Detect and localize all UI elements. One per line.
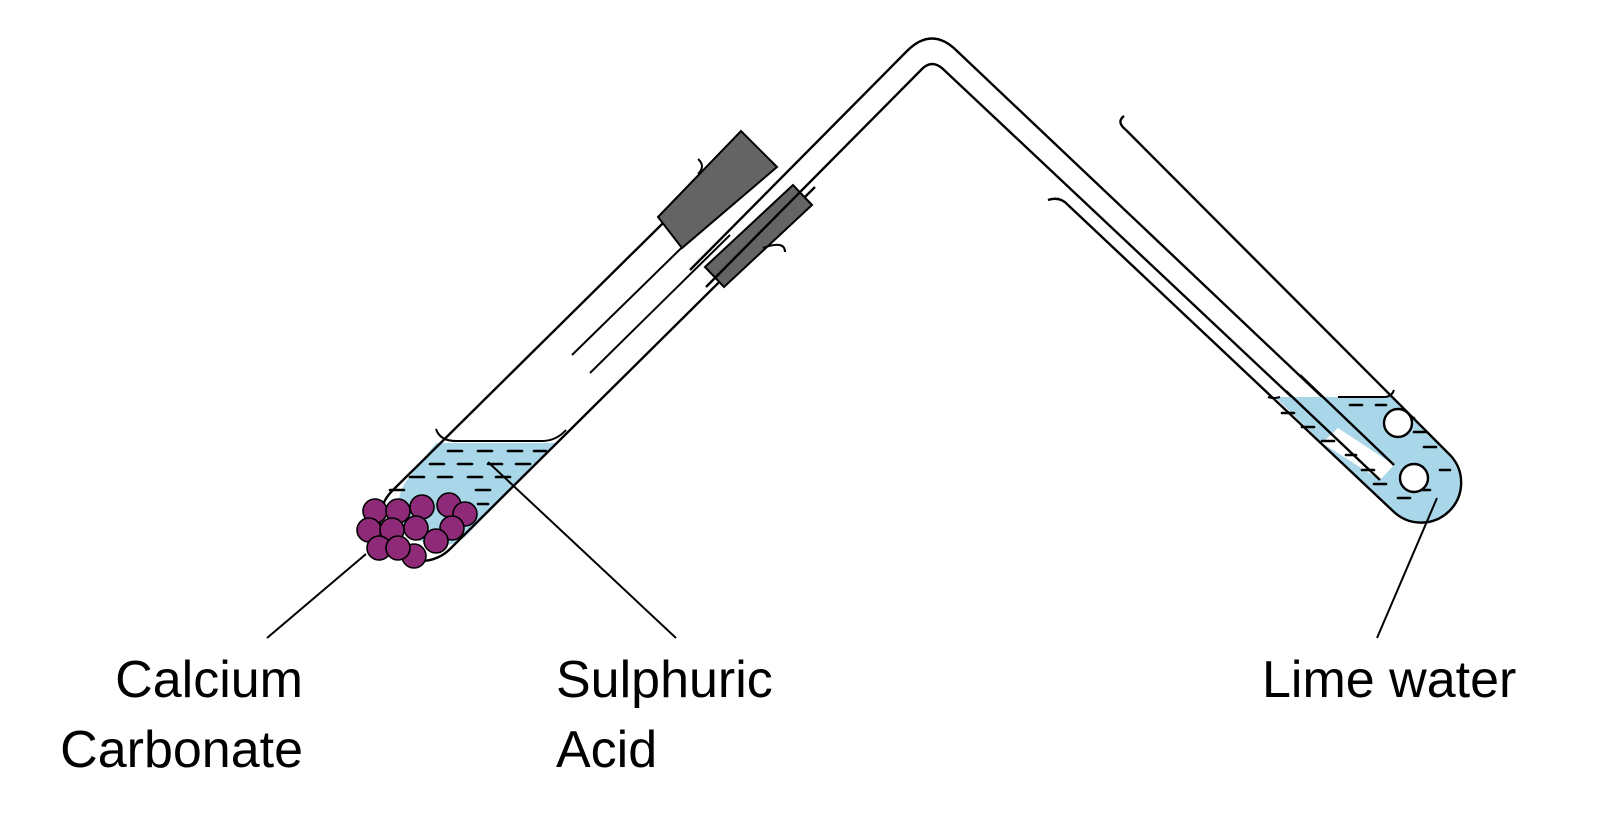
stopper-lip-top xyxy=(697,158,703,175)
label-calcium-line1: Calcium xyxy=(115,651,303,709)
sulphuric-acid-liquid xyxy=(398,443,556,546)
label-calcium-carbonate: Calcium Carbonate xyxy=(0,645,303,785)
left-test-tube xyxy=(356,141,816,569)
right-tube-rim-1 xyxy=(1119,115,1127,131)
bubble-1 xyxy=(1382,407,1414,439)
leader-lines xyxy=(266,461,1438,639)
label-acid-line2: Acid xyxy=(556,721,658,779)
rubber-stopper xyxy=(656,129,814,289)
delivery-tube xyxy=(689,37,1395,481)
stopper-upper xyxy=(656,129,779,250)
right-tube-rim-2 xyxy=(1047,197,1069,206)
acid-dashes xyxy=(388,449,548,506)
label-lime-water: Lime water xyxy=(1262,645,1516,715)
bubble-2 xyxy=(1398,462,1430,494)
lime-water-surface xyxy=(1267,389,1395,399)
label-lime-line1: Lime water xyxy=(1262,651,1517,709)
label-calcium-line2: Carbonate xyxy=(60,721,303,779)
stopper-lip-bottom xyxy=(762,243,786,253)
right-test-tube xyxy=(1047,115,1463,524)
leader-sulphuric-acid xyxy=(487,461,677,639)
gas-bubbles xyxy=(1382,407,1430,494)
calcium-carbonate-lumps xyxy=(356,492,478,569)
label-acid-line1: Sulphuric xyxy=(556,651,773,709)
delivery-tube-outer xyxy=(689,37,1395,466)
label-sulphuric-acid: Sulphuric Acid xyxy=(556,645,773,785)
leader-lime-water xyxy=(1376,497,1438,639)
delivery-tube-inner xyxy=(705,62,1381,481)
acid-surface xyxy=(435,428,567,442)
leader-calcium-carbonate xyxy=(266,553,367,639)
right-tube-wall xyxy=(1067,129,1463,524)
